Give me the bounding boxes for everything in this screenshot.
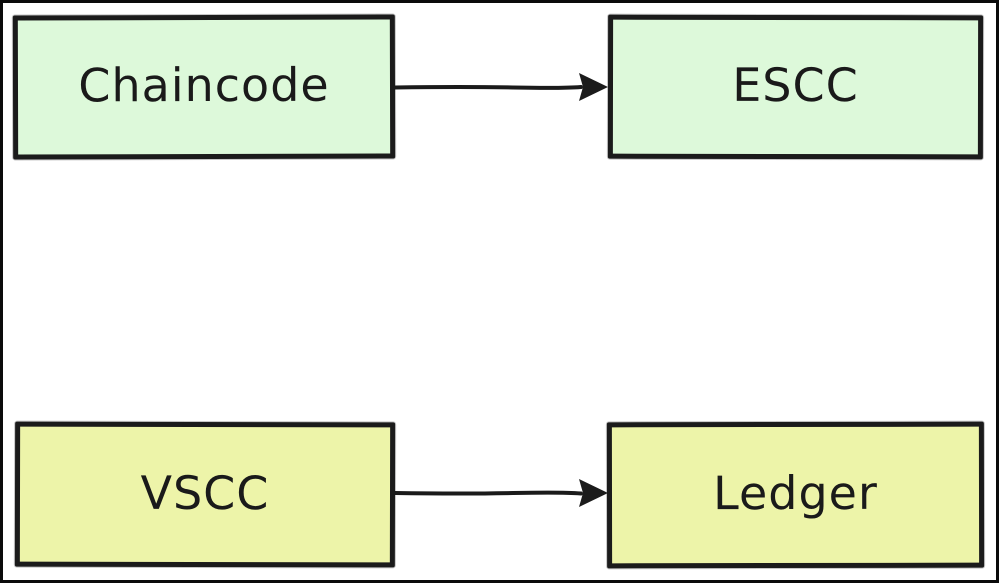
node-escc-label: ESCC xyxy=(732,57,859,113)
arrow-vscc-to-ledger xyxy=(393,479,608,507)
node-vscc-label: VSCC xyxy=(140,465,270,520)
node-chaincode-label: Chaincode xyxy=(78,57,330,113)
node-chaincode: Chaincode xyxy=(12,14,396,160)
arrowhead-icon xyxy=(579,73,608,101)
arrowhead-icon xyxy=(579,479,608,507)
node-ledger: Ledger xyxy=(606,421,985,569)
node-escc: ESCC xyxy=(607,14,984,160)
node-ledger-label: Ledger xyxy=(713,465,878,521)
arrow-chaincode-to-escc xyxy=(393,73,608,101)
node-vscc: VSCC xyxy=(14,421,396,568)
